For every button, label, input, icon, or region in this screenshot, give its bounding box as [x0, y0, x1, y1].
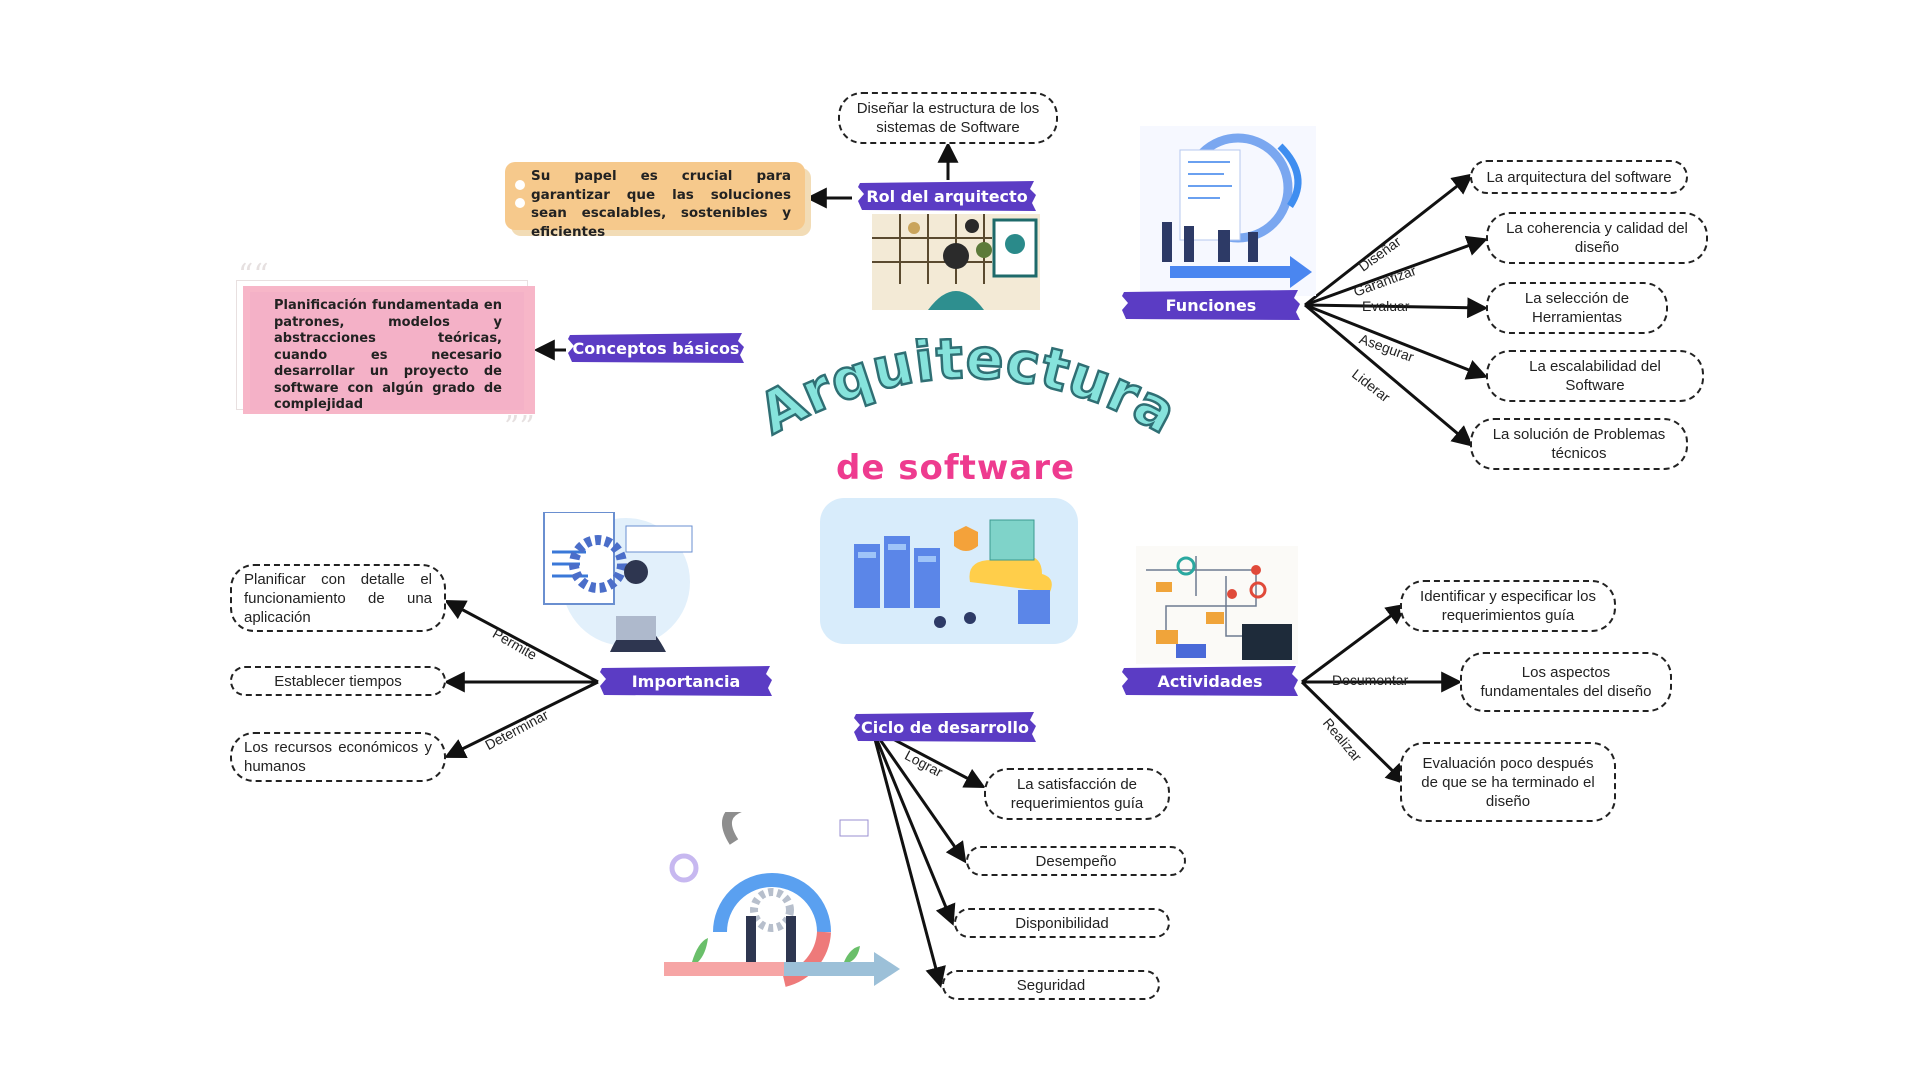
fn-box-1: La arquitectura del software — [1470, 160, 1688, 194]
arrow-fn-1 — [1304, 173, 1474, 307]
svg-text:Arquitectura: Arquitectura — [749, 338, 1188, 447]
fn-box-text: La arquitectura del software — [1486, 168, 1672, 186]
ciclo-box-2: Desempeño — [966, 846, 1186, 876]
ciclo-box-text: Desempeño — [1035, 852, 1117, 870]
workflow-illustration — [1136, 546, 1298, 664]
conceptos-note-text: Planificación fundamentada en patrones, … — [274, 298, 502, 412]
rol-note: Su papel es crucial para garantizar que … — [505, 162, 805, 240]
server-cloud-illustration — [820, 498, 1078, 644]
note-dot-icon — [515, 180, 525, 190]
rol-top-text: Diseñar la estructura de los sistemas de… — [856, 100, 1040, 136]
fn-box-text: La selección de Herramientas — [1524, 290, 1630, 326]
act-box-1: Identificar y especificar los requerimie… — [1400, 580, 1616, 632]
fn-box-text: La solución de Problemas técnicos — [1492, 426, 1666, 462]
verb-evaluar: Evaluar — [1362, 298, 1410, 314]
brush-stroke-icon — [858, 181, 1036, 211]
arrow-imp-1 — [444, 600, 599, 684]
arrow-act-3 — [1300, 680, 1407, 785]
imp-box-text: Los recursos económicos y humanos — [244, 739, 432, 775]
brush-stroke-icon — [854, 712, 1036, 742]
node-label: Funciones — [1165, 295, 1257, 315]
imp-box-1: Planificar con detalle el funcionamiento… — [230, 564, 446, 632]
brush-stroke-icon — [568, 333, 744, 363]
node-actividades: Actividades — [1120, 664, 1300, 698]
node-label: Conceptos básicos — [572, 338, 740, 358]
node-label: Ciclo de desarrollo — [861, 717, 1029, 737]
node-importancia: Importancia — [598, 664, 774, 698]
fn-box-3: La selección de Herramientas — [1486, 282, 1668, 334]
arrow-ciclo-3 — [870, 727, 956, 926]
imp-box-text: Planificar con detalle el funcionamiento… — [244, 570, 432, 626]
ciclo-box-text: La satisfacción de requerimientos guía — [1010, 776, 1144, 812]
brush-stroke-icon — [1122, 666, 1298, 696]
arrow-fn-2 — [1304, 235, 1488, 307]
node-label: Actividades — [1157, 671, 1263, 691]
arrow-fn-5 — [1304, 303, 1474, 447]
close-quote-icon: ”” — [504, 410, 535, 445]
arrow-imp-3 — [444, 680, 599, 758]
main-title: Arquitectura — [748, 338, 1188, 449]
imp-box-text: Establecer tiempos — [274, 672, 402, 690]
node-rol-del-arquitecto: Rol del arquitecto — [856, 179, 1038, 213]
architect-illustration — [872, 214, 1040, 310]
dev-cycle-illustration — [664, 812, 900, 987]
ciclo-box-4: Seguridad — [942, 970, 1160, 1000]
node-ciclo-de-desarrollo: Ciclo de desarrollo — [852, 710, 1038, 744]
fn-box-4: La escalabilidad del Software — [1486, 350, 1704, 402]
act-box-2: Los aspectos fundamentales del diseño — [1460, 652, 1672, 712]
ciclo-box-1: La satisfacción de requerimientos guía — [984, 768, 1170, 820]
fn-box-text: La escalabilidad del Software — [1529, 358, 1661, 394]
node-conceptos-basicos: Conceptos básicos — [566, 331, 746, 365]
arrow-fn-3 — [1304, 297, 1489, 319]
conceptos-note: Planificación fundamentada en patrones, … — [250, 292, 524, 412]
ciclo-box-3: Disponibilidad — [954, 908, 1170, 938]
verb-documentar: Documentar — [1332, 672, 1409, 688]
arrow-act-1 — [1301, 603, 1408, 684]
act-box-text: Identificar y especificar los requerimie… — [1420, 588, 1596, 624]
brush-stroke-icon — [1122, 290, 1300, 320]
fn-box-text: La coherencia y calidad del diseño — [1506, 220, 1688, 256]
ciclo-box-text: Disponibilidad — [1015, 914, 1109, 932]
fn-box-5: La solución de Problemas técnicos — [1470, 418, 1688, 470]
arrow-fn-4 — [1304, 303, 1488, 380]
arrow-ciclo-4 — [870, 727, 946, 989]
act-box-3: Evaluación poco después de que se ha ter… — [1400, 742, 1616, 822]
subtitle: de software — [836, 448, 1076, 488]
rol-note-text: Su papel es crucial para garantizar que … — [531, 168, 791, 240]
node-label: Rol del arquitecto — [866, 186, 1028, 206]
rol-top-box: Diseñar la estructura de los sistemas de… — [838, 92, 1058, 144]
arrow-ciclo-2 — [870, 727, 967, 864]
act-box-text: Los aspectos fundamentales del diseño — [1480, 664, 1652, 700]
node-label: Importancia — [631, 671, 741, 691]
imp-box-3: Los recursos económicos y humanos — [230, 732, 446, 782]
developer-gears-illustration — [543, 512, 693, 652]
brush-stroke-icon — [600, 666, 772, 696]
ciclo-box-text: Seguridad — [1016, 976, 1086, 994]
node-funciones: Funciones — [1120, 288, 1302, 322]
imp-box-2: Establecer tiempos — [230, 666, 446, 696]
fn-box-2: La coherencia y calidad del diseño — [1486, 212, 1708, 264]
team-dashboard-illustration — [1140, 126, 1316, 296]
note-dot-icon — [515, 198, 525, 208]
act-box-text: Evaluación poco después de que se ha ter… — [1421, 754, 1595, 810]
